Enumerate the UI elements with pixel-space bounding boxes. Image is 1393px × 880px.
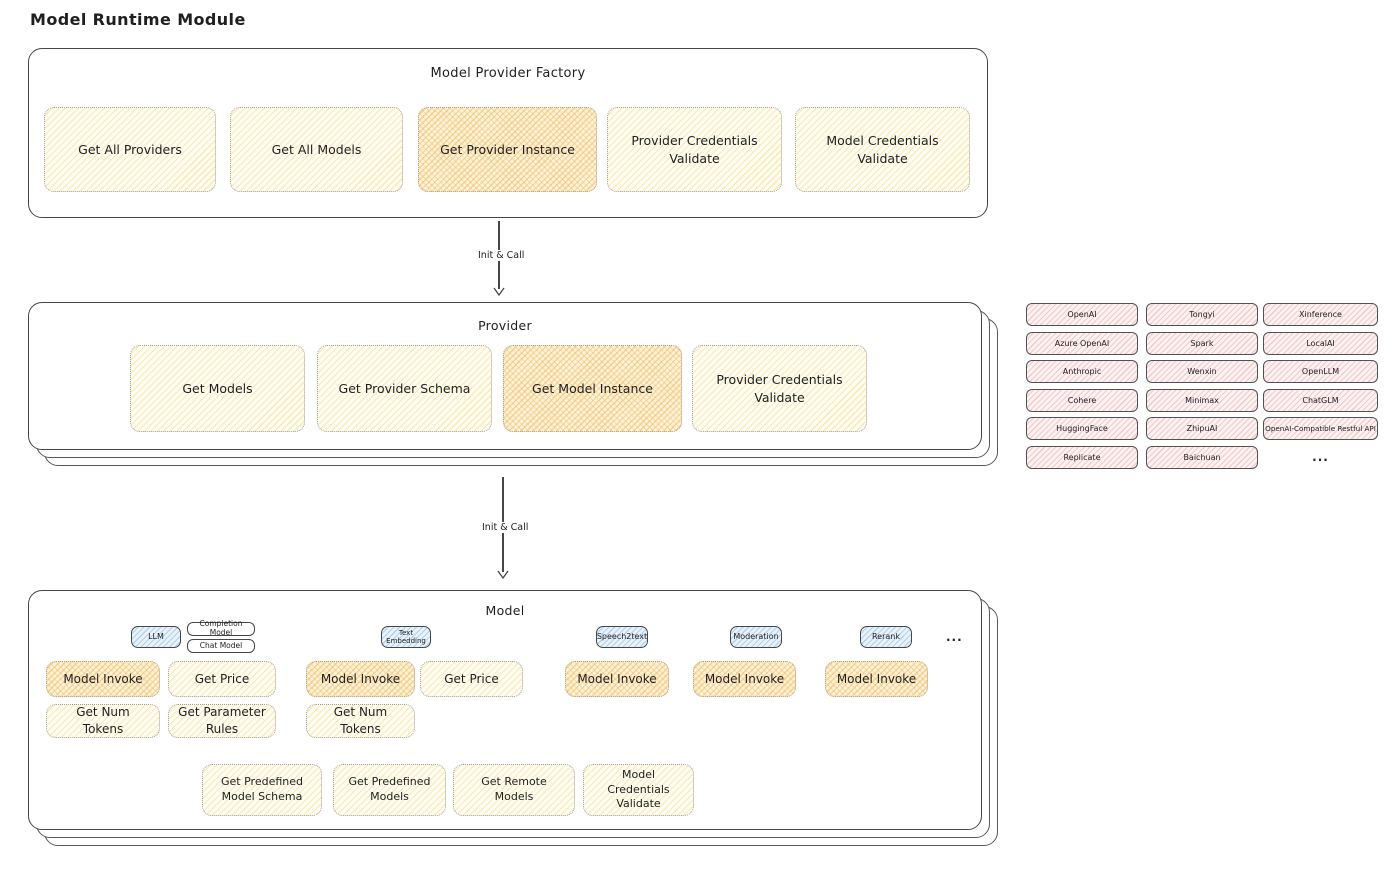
provider-node-provider-credentials-validate: Provider Credentials Validate: [692, 345, 867, 432]
factory-node-provider-credentials-validate: Provider Credentials Validate: [607, 107, 782, 192]
provider-cell-xinference: Xinference: [1263, 303, 1378, 326]
factory-section-title: Model Provider Factory: [430, 66, 586, 81]
arrow-down-head-2: [497, 570, 509, 579]
provider-node-get-models: Get Models: [130, 345, 305, 432]
text-embedding-model-invoke-node: Model Invoke: [306, 661, 415, 697]
factory-node-get-provider-instance: Get Provider Instance: [418, 107, 597, 192]
provider-node-get-model-instance: Get Model Instance: [503, 345, 682, 432]
provider-cell-openllm: OpenLLM: [1263, 360, 1378, 383]
common-get-remote-models-node: Get Remote Models: [453, 764, 575, 816]
provider-section-title: Provider: [478, 318, 532, 333]
tab-chat-model: Chat Model: [187, 639, 255, 653]
common-get-predefined-models-node: Get Predefined Models: [333, 764, 446, 816]
llm-get-parameter-rules-node: Get Parameter Rules: [168, 704, 276, 738]
diagram-title: Model Runtime Module: [30, 10, 246, 29]
provider-cell-replicate: Replicate: [1026, 446, 1138, 469]
common-model-credentials-validate-node: Model Credentials Validate: [583, 764, 694, 816]
factory-node-model-credentials-validate: Model Credentials Validate: [795, 107, 970, 192]
moderation-model-invoke-node: Model Invoke: [693, 661, 796, 697]
tab-completion-model: Completion Model: [187, 620, 255, 637]
tab-speech2text: Speech2text: [596, 626, 648, 648]
factory-node-get-all-models: Get All Models: [230, 107, 403, 192]
providers-more-ellipsis: ...: [1312, 450, 1329, 464]
model-section-title: Model: [485, 603, 525, 618]
common-get-predefined-model-schema-node: Get Predefined Model Schema: [202, 764, 322, 816]
model-tabs-more-ellipsis: ...: [946, 630, 963, 644]
arrow-down-head-1: [493, 287, 505, 296]
llm-get-num-tokens-node: Get Num Tokens: [46, 704, 160, 738]
provider-cell-minimax: Minimax: [1146, 389, 1258, 412]
provider-cell-openai: OpenAI: [1026, 303, 1138, 326]
provider-cell-huggingface: HuggingFace: [1026, 417, 1138, 440]
provider-cell-azure-openai: Azure OpenAI: [1026, 332, 1138, 355]
tab-moderation: Moderation: [730, 626, 782, 648]
tab-text-embedding: Text Embedding: [381, 626, 431, 648]
init-call-label-1: Init & Call: [474, 250, 529, 261]
provider-cell-openai-compatible: OpenAI-Compatible Restful API: [1263, 417, 1378, 440]
provider-cell-zhipuai: ZhipuAI: [1146, 417, 1258, 440]
provider-node-get-provider-schema: Get Provider Schema: [317, 345, 492, 432]
rerank-model-invoke-node: Model Invoke: [825, 661, 928, 697]
tab-rerank: Rerank: [860, 626, 912, 648]
provider-cell-cohere: Cohere: [1026, 389, 1138, 412]
text-embedding-get-num-tokens-node: Get Num Tokens: [306, 704, 415, 738]
provider-cell-localai: LocalAI: [1263, 332, 1378, 355]
speech2text-model-invoke-node: Model Invoke: [565, 661, 669, 697]
factory-node-get-all-providers: Get All Providers: [44, 107, 216, 192]
init-call-label-2: Init & Call: [478, 522, 533, 533]
provider-cell-anthropic: Anthropic: [1026, 360, 1138, 383]
text-embedding-get-price-node: Get Price: [420, 661, 523, 697]
tab-llm: LLM: [131, 626, 181, 648]
provider-cell-spark: Spark: [1146, 332, 1258, 355]
provider-cell-wenxin: Wenxin: [1146, 360, 1258, 383]
provider-cell-chatglm: ChatGLM: [1263, 389, 1378, 412]
llm-model-invoke-node: Model Invoke: [46, 661, 160, 697]
provider-cell-tongyi: Tongyi: [1146, 303, 1258, 326]
llm-get-price-node: Get Price: [168, 661, 276, 697]
provider-cell-baichuan: Baichuan: [1146, 446, 1258, 469]
